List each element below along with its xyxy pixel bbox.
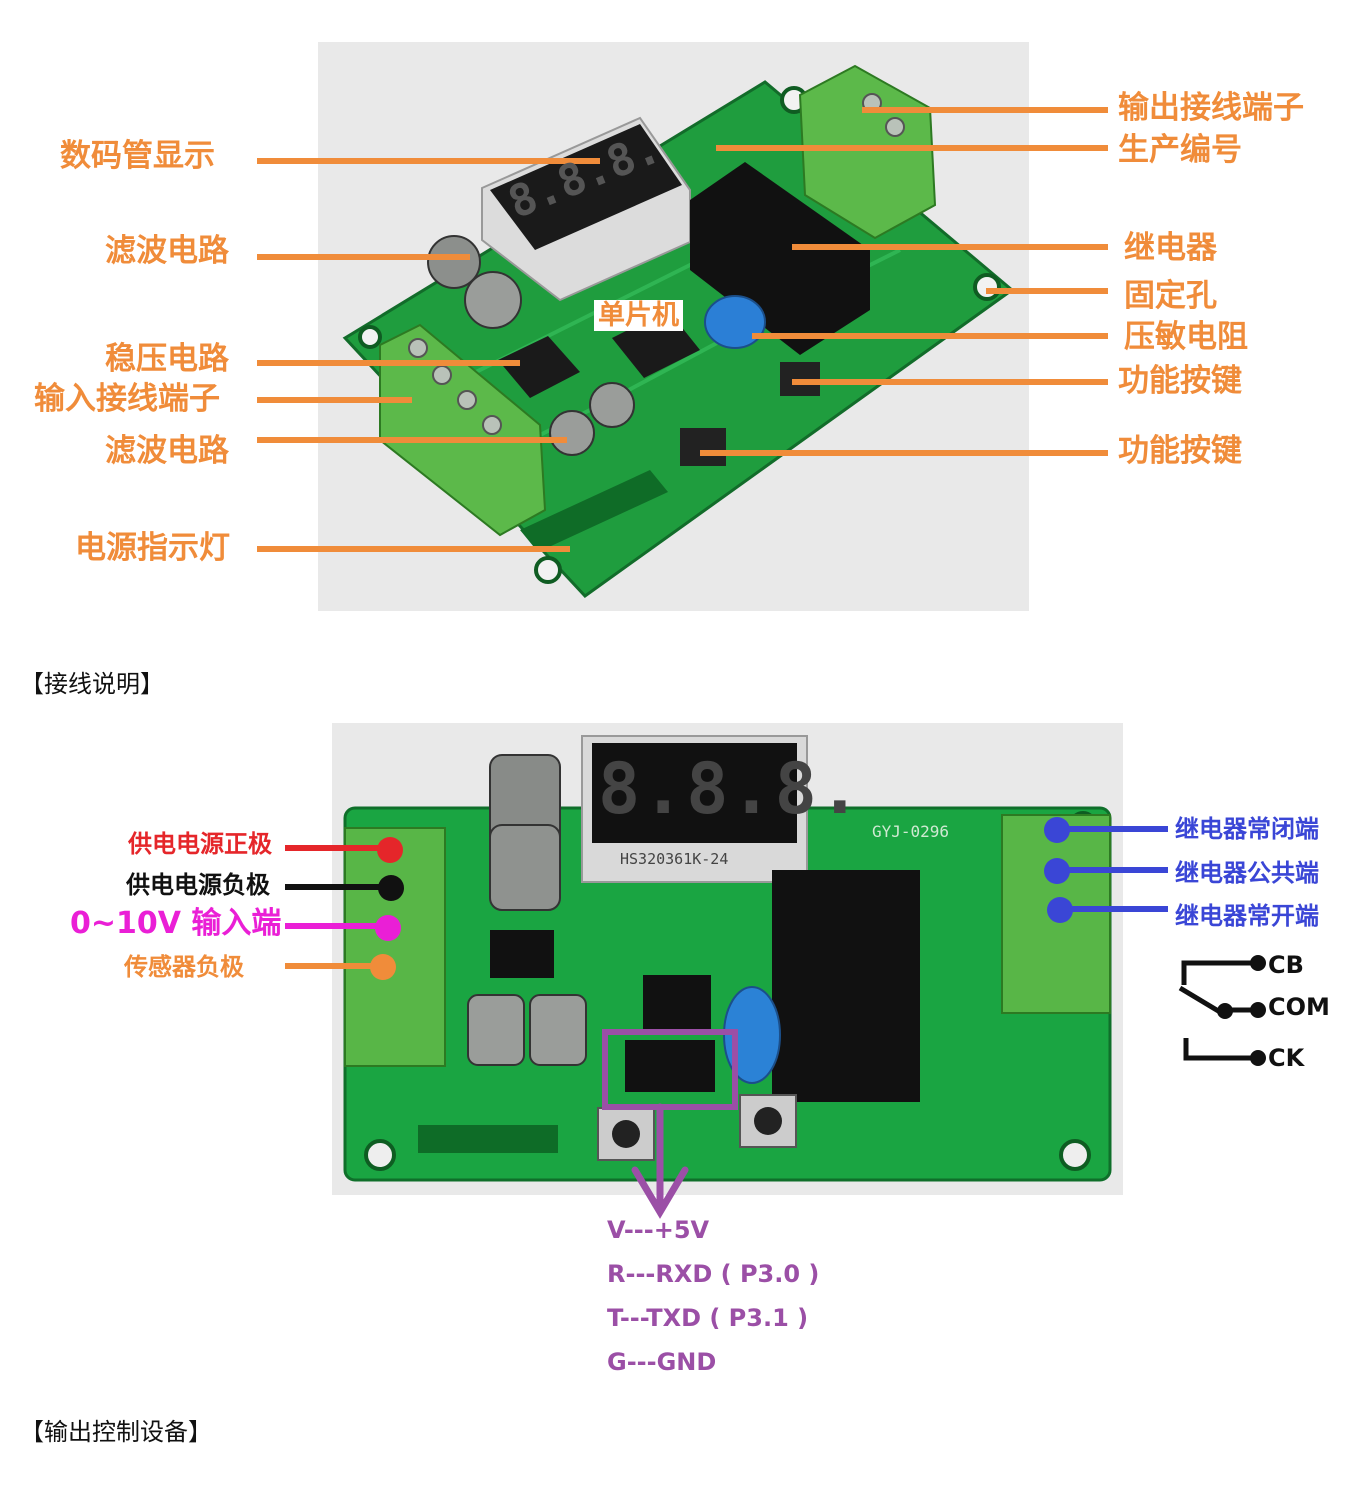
schematic-cb: CB — [1268, 951, 1304, 979]
wiring-lines-left — [285, 837, 404, 980]
label-filter-circuit-2: 滤波电路 — [105, 433, 229, 469]
label-regulator-circuit: 稳压电路 — [105, 341, 229, 377]
bottom-display-digits: 8.8.8. — [598, 748, 863, 830]
top-leader-lines-right — [700, 107, 1108, 456]
board-sn: GYJ-0296 — [872, 822, 950, 841]
label-filter-circuit-1: 滤波电路 — [105, 233, 229, 269]
label-relay: 继电器 — [1124, 230, 1217, 266]
label-serial-number: 生产编号 — [1118, 132, 1242, 168]
section-title-output: 【输出控制设备】 — [20, 1418, 212, 1446]
pin-r: R---RXD ( P3.0 ) — [607, 1260, 820, 1288]
display-part-number: HS320361K-24 — [620, 850, 729, 868]
schematic-ck: CK — [1268, 1044, 1305, 1072]
label-digit-display: 数码管显示 — [60, 138, 215, 174]
pin-t: T---TXD ( P3.1 ) — [607, 1304, 809, 1332]
mcu-label: 单片机 — [594, 300, 683, 331]
section-title-wiring: 【接线说明】 — [20, 670, 164, 698]
label-relay-nc: 继电器常闭端 — [1175, 815, 1319, 843]
top-leader-lines-left — [257, 158, 600, 552]
pin-g: G---GND — [607, 1348, 717, 1376]
wiring-lines-right — [1044, 817, 1168, 923]
serial-header-arrow — [631, 1103, 689, 1219]
relay-schematic — [1178, 960, 1255, 1061]
label-func-key-2: 功能按键 — [1118, 433, 1242, 469]
pin-v: V---+5V — [607, 1216, 710, 1244]
label-func-key-1: 功能按键 — [1118, 363, 1242, 399]
serial-header-box — [602, 1029, 738, 1110]
label-varistor: 压敏电阻 — [1124, 319, 1248, 355]
label-power-negative: 供电电源负极 — [126, 871, 270, 899]
label-relay-no: 继电器常开端 — [1175, 902, 1319, 930]
label-relay-com: 继电器公共端 — [1175, 859, 1319, 887]
label-input-0-10v: 0~10V 输入端 — [70, 906, 282, 941]
label-input-terminal: 输入接线端子 — [34, 381, 220, 417]
label-power-positive: 供电电源正极 — [128, 830, 272, 858]
schematic-com: COM — [1268, 993, 1330, 1021]
label-sensor-negative: 传感器负极 — [124, 953, 244, 981]
label-mount-hole: 固定孔 — [1124, 278, 1217, 314]
label-power-led: 电源指示灯 — [75, 530, 230, 566]
label-output-terminal: 输出接线端子 — [1118, 90, 1304, 126]
